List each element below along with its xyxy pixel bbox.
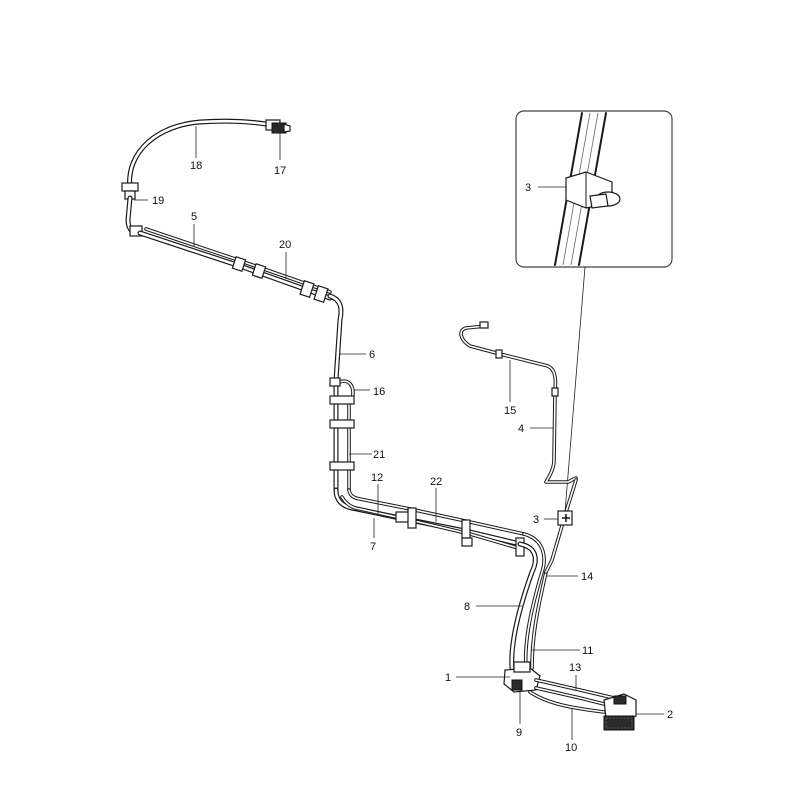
clip-detail [565, 171, 621, 209]
detail-inset: 3 [515, 110, 673, 513]
callout-3-inset: 3 [525, 182, 531, 194]
callout-6: 6 [369, 349, 375, 361]
tube-11 [530, 570, 548, 670]
callout-leaders [134, 126, 664, 740]
callout-3-main: 3 [533, 514, 539, 526]
hose-5 [137, 227, 243, 269]
hose-6 [327, 293, 344, 383]
valve-1 [503, 661, 541, 693]
tube-4 [544, 390, 578, 484]
callout-19: 19 [152, 195, 164, 207]
callout-5: 5 [191, 211, 197, 223]
tube-10 [528, 690, 606, 714]
callout-11: 11 [582, 645, 593, 657]
hose-18 [127, 118, 275, 193]
callout-1: 1 [445, 672, 451, 684]
callout-15: 15 [504, 405, 516, 417]
callout-2: 2 [667, 709, 673, 721]
callout-22: 22 [430, 476, 442, 488]
callout-10: 10 [565, 742, 577, 754]
callout-20: 20 [279, 239, 291, 251]
tube-13 [534, 678, 616, 708]
hose-14 [522, 532, 546, 670]
callout-13: 13 [569, 662, 581, 674]
callout-8: 8 [464, 601, 470, 613]
callout-9: 9 [516, 727, 522, 739]
hose-8 [509, 541, 538, 671]
clip-3 [557, 510, 573, 526]
callout-7: 7 [370, 541, 376, 553]
fitting-17 [265, 119, 291, 134]
callout-12: 12 [371, 472, 383, 484]
component-2 [603, 693, 637, 731]
tube-15 [459, 324, 558, 394]
callout-21: 21 [373, 449, 385, 461]
callout-18: 18 [190, 160, 202, 172]
callout-4: 4 [518, 423, 524, 435]
callout-16: 16 [373, 386, 385, 398]
callout-17: 17 [274, 165, 286, 177]
callout-14: 14 [581, 571, 593, 583]
